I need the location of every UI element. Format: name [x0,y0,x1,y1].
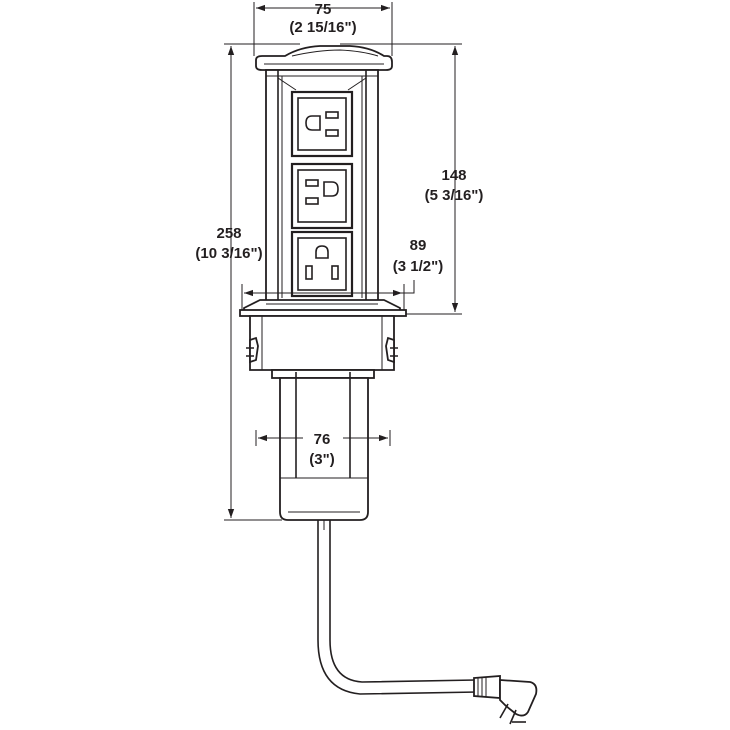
flange-width-metric: 89 [410,237,427,254]
housing-cylinder [271,369,375,521]
blade-slot [305,197,319,205]
blade-slot [331,265,339,280]
exposed-height-imperial: (5 3/16") [425,187,484,204]
power-cord [317,520,479,695]
dimension-flange-width: 89 (3 1/2") [241,237,443,310]
overall-height-metric: 258 [216,225,241,242]
dimension-overall-height: 258 (10 3/16") [195,43,300,521]
top-width-imperial: (2 15/16") [289,19,356,36]
blade-slot [325,111,339,119]
exposed-height-metric: 148 [441,167,466,184]
dimension-top-width: 75 (2 15/16") [253,1,393,56]
blade-slot [325,129,339,137]
overall-height-imperial: (10 3/16") [195,245,262,262]
housing-width-metric: 76 [314,431,331,448]
blade-slot [305,265,313,280]
clamp-clip-left [249,336,259,364]
outlet-2 [290,162,354,230]
blade-slot [305,179,319,187]
dimension-housing-width: 76 (3") [255,430,391,468]
outlet-tower [255,45,393,303]
top-cap [255,45,393,71]
mounting-flange [239,299,407,317]
flange-width-imperial: (3 1/2") [393,258,443,275]
mounting-collar [246,315,398,371]
tower-body [265,69,379,303]
ground-hole [315,245,329,259]
ground-hole [323,181,339,197]
housing-width-imperial: (3") [309,451,334,468]
dimension-exposed-height: 148 (5 3/16") [340,43,484,315]
outlet-1 [290,90,354,158]
clamp-clip-right [385,336,395,364]
ground-hole [305,115,321,131]
plug [473,675,538,725]
top-width-metric: 75 [315,1,332,18]
